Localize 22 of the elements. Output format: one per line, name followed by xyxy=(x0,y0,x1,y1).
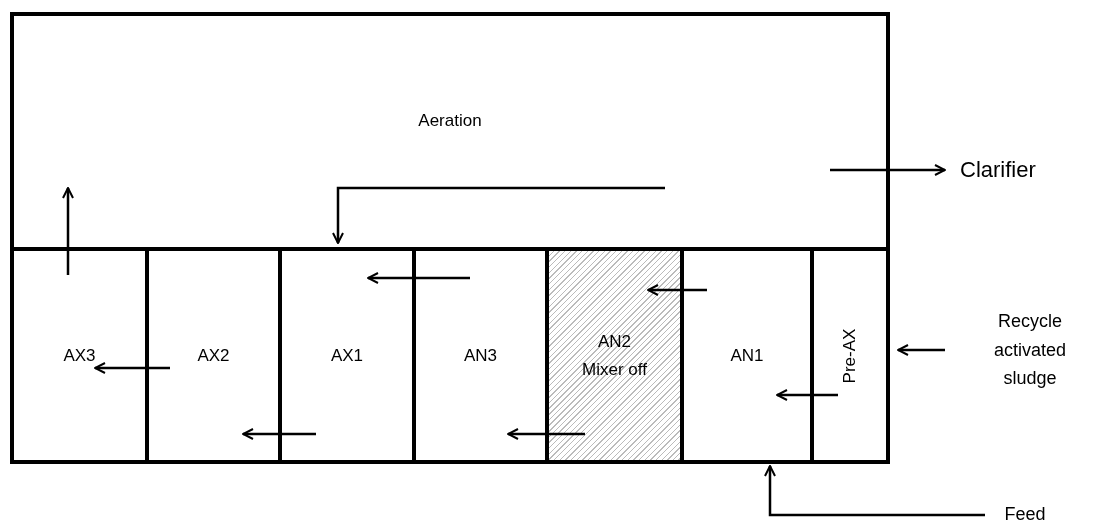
flow-arrow xyxy=(764,465,985,517)
flow-arrow xyxy=(62,187,74,275)
flow-arrow xyxy=(94,362,170,374)
flow-arrow xyxy=(332,186,665,244)
flow-arrow xyxy=(897,344,945,356)
outlet-label: Clarifier xyxy=(960,156,1036,185)
zone-label: AN1 xyxy=(730,345,764,366)
flow-arrow xyxy=(367,272,470,284)
flow-arrow xyxy=(242,428,316,440)
zone-label: Pre-AX xyxy=(840,328,860,383)
flow-arrow xyxy=(830,164,946,176)
zone-label: AX2 xyxy=(197,345,230,366)
inlet-label: Feed xyxy=(1004,502,1046,525)
inlet-label: Recycle activated sludge xyxy=(992,309,1067,391)
flow-arrow xyxy=(507,428,585,440)
zone-label: AX1 xyxy=(330,345,364,366)
zone-label: AN3 xyxy=(463,345,498,366)
zone-label: Aeration xyxy=(418,111,482,131)
flow-arrow xyxy=(647,284,707,296)
zone-label: AN2 Mixer off xyxy=(581,331,648,381)
zone-label: AX3 xyxy=(63,345,96,366)
flow-arrow xyxy=(776,389,838,401)
